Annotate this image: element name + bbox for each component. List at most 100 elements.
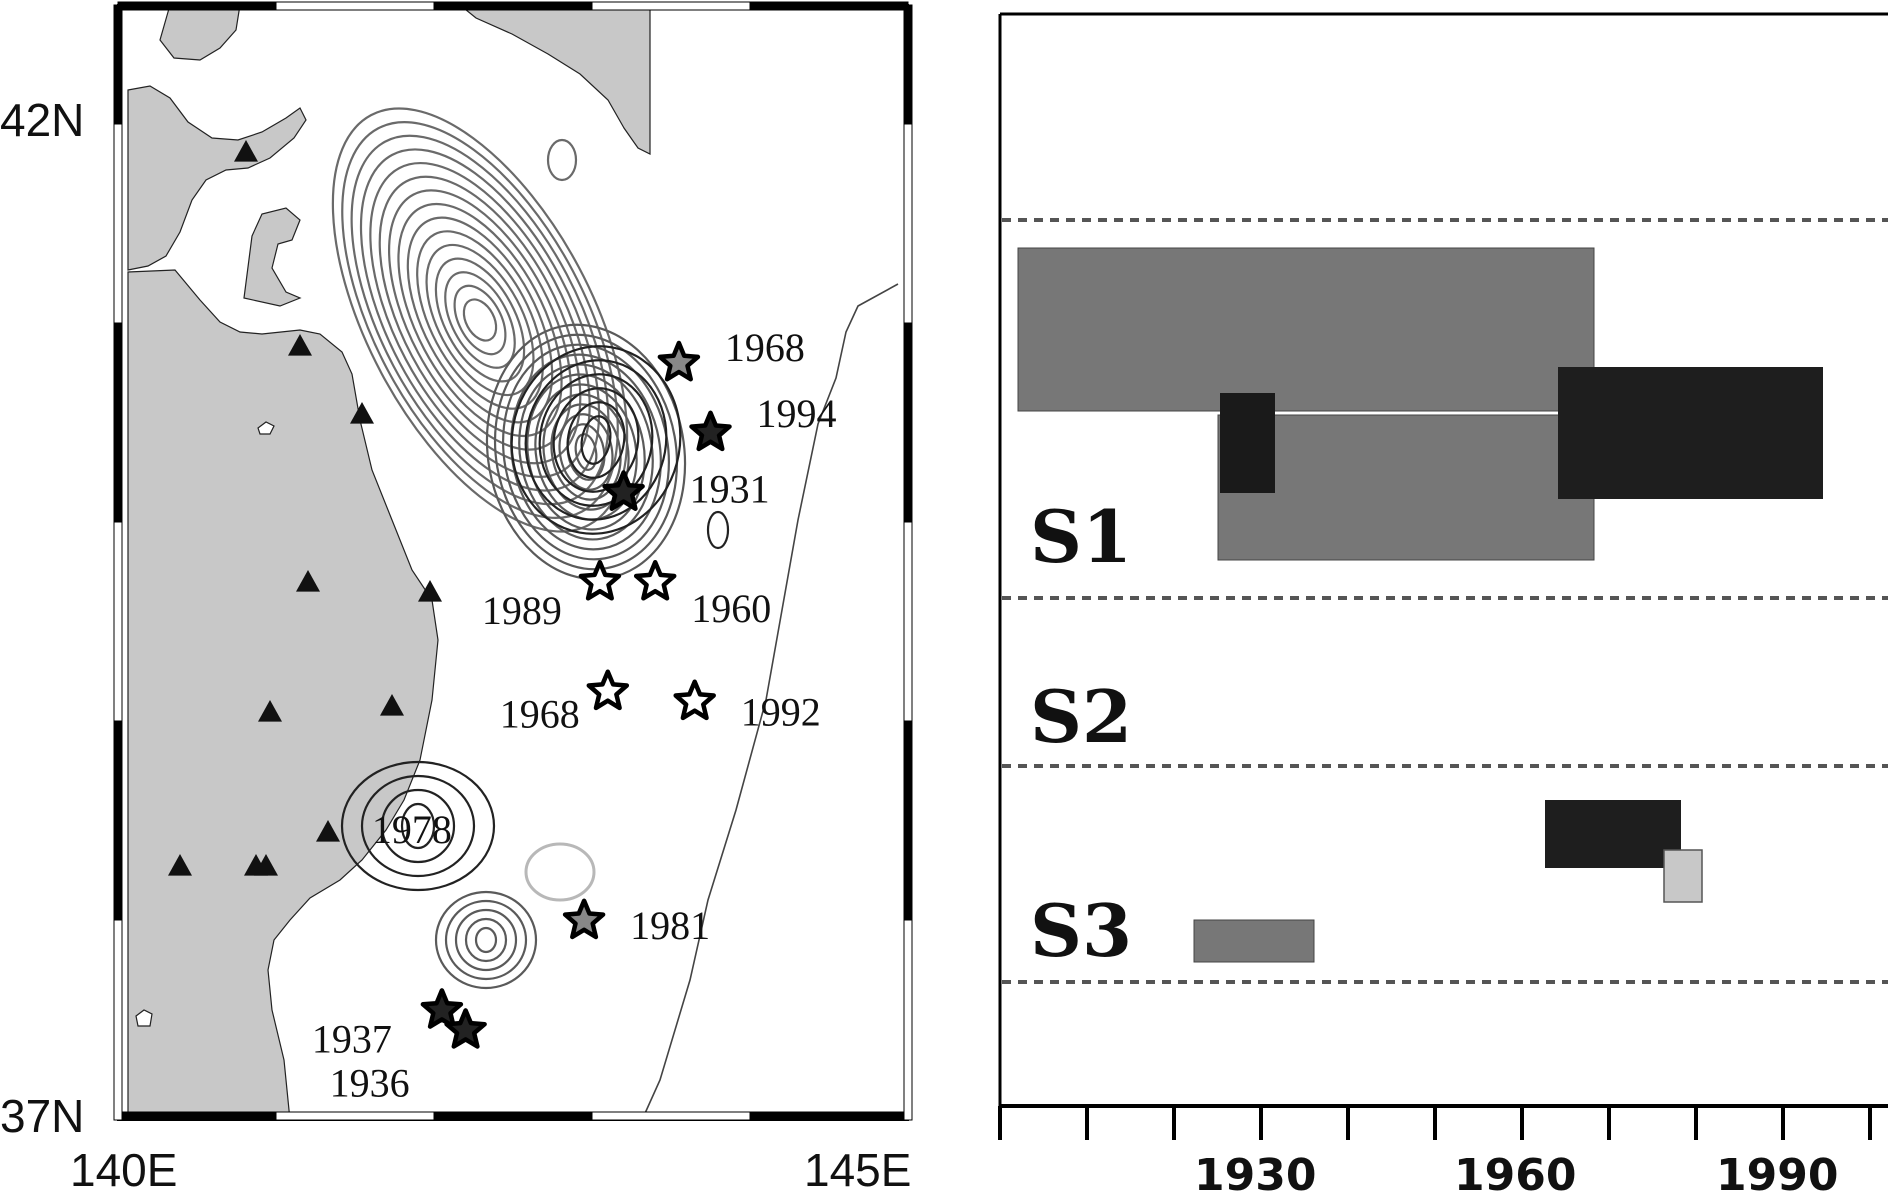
volcano-icon (418, 580, 442, 602)
star-icon (657, 340, 701, 382)
s3-block-light (1663, 849, 1703, 903)
axis-year-1960: 1960 (1454, 1150, 1576, 1197)
honshu-land (127, 269, 439, 1121)
s1-block-gray-upper (1017, 247, 1595, 412)
frame-bar (113, 322, 123, 523)
event-year-label: 1981 (630, 903, 710, 948)
contour-line (406, 216, 554, 424)
event-year-label: 1936 (330, 1060, 410, 1105)
frame-bar (903, 919, 913, 1121)
contour-line (331, 107, 629, 533)
event-year-label: 1968 (500, 692, 580, 737)
frame-bar (591, 1, 751, 11)
volcano-icon (316, 820, 340, 842)
star-icon (633, 559, 677, 601)
star-icon (562, 898, 606, 940)
contour-line (524, 842, 596, 902)
axis-year-1990: 1990 (1716, 1150, 1838, 1197)
frame-bar (903, 123, 913, 324)
frame-bar (113, 4, 123, 125)
contour-line (538, 373, 654, 507)
map-frame-ticks (113, 1, 913, 1121)
frame-bar (113, 919, 123, 1121)
contour-line (454, 908, 518, 972)
segment-label-s3: S3 (1030, 888, 1132, 973)
contour-line (464, 917, 508, 963)
small-island (135, 1009, 153, 1027)
star-icon (689, 410, 732, 452)
star-icon (673, 679, 716, 721)
frame-bar (117, 1111, 277, 1121)
event-year-label: 1968 (725, 325, 805, 370)
contour-line (518, 363, 654, 541)
event-year-label: 1960 (691, 586, 771, 631)
contour-line (380, 788, 456, 864)
contour-line (360, 774, 476, 878)
frame-bar (903, 322, 913, 523)
contour-line (552, 387, 640, 493)
contour-line (340, 760, 496, 892)
contour-line (341, 121, 619, 519)
contour-line (453, 284, 507, 356)
contour-line (434, 257, 526, 383)
s3-block-black (1545, 800, 1681, 868)
contour-line (444, 899, 528, 981)
contour-line (526, 373, 646, 531)
event-year-label: 1989 (482, 588, 562, 633)
contour-line (387, 189, 573, 451)
contour-field (331, 107, 730, 990)
contour-line (546, 138, 578, 182)
volcano-icon (254, 854, 278, 876)
lon-label-west: 140E (70, 1144, 177, 1196)
northeast-land (458, 4, 651, 155)
contour-line (434, 890, 538, 990)
contour-line (400, 802, 436, 850)
star-icon (420, 988, 464, 1029)
contour-line (580, 415, 612, 465)
event-year-label: 1992 (741, 690, 821, 735)
s1-block-black-large (1558, 367, 1823, 499)
frame-bar (749, 1, 909, 11)
event-year-label: 1931 (690, 467, 770, 512)
volcano-icon (168, 854, 192, 876)
contour-line (542, 393, 630, 511)
volcano-icon (234, 140, 258, 162)
volcano-icon (350, 402, 374, 424)
lat-label-south: 37N (0, 1090, 84, 1142)
contour-line (566, 401, 626, 479)
frame-bar (433, 1, 593, 11)
star-icon (586, 669, 630, 711)
s3-block-gray (1193, 919, 1315, 963)
volcano-icon (380, 694, 404, 716)
star-icon (578, 559, 622, 601)
frame-bar (749, 1111, 909, 1121)
event-year-label: 1994 (757, 391, 837, 436)
frame-bar (113, 521, 123, 722)
segment-label-s1: S1 (1030, 494, 1132, 579)
frame-bar (903, 521, 913, 722)
s1-block-black-small (1220, 393, 1275, 493)
contour-line (444, 271, 516, 369)
frame-bar (275, 1, 435, 11)
lat-label-north: 42N (0, 94, 84, 146)
frame-bar (113, 720, 123, 921)
star-icon (444, 1008, 487, 1049)
segment-dividers (1002, 218, 1888, 984)
axis-year-1930: 1930 (1194, 1150, 1316, 1197)
event-year-label: 1937 (312, 1016, 392, 1061)
trench-line (641, 283, 899, 1121)
contour-line (474, 926, 498, 954)
frame-bar (117, 1, 277, 11)
lon-label-east: 145E (804, 1144, 911, 1196)
contour-line (550, 403, 622, 501)
timeline-ticks (998, 1106, 1872, 1140)
volcano-icon (258, 700, 282, 722)
star-icon (602, 470, 645, 511)
timeline-panel: S1 S2 S3 1930 1960 1990 (998, 12, 1888, 1197)
contour-line (493, 333, 679, 571)
contour-line (558, 413, 614, 491)
contour-line (359, 148, 601, 492)
volcano-icon (296, 570, 320, 592)
contour-line (524, 359, 668, 521)
